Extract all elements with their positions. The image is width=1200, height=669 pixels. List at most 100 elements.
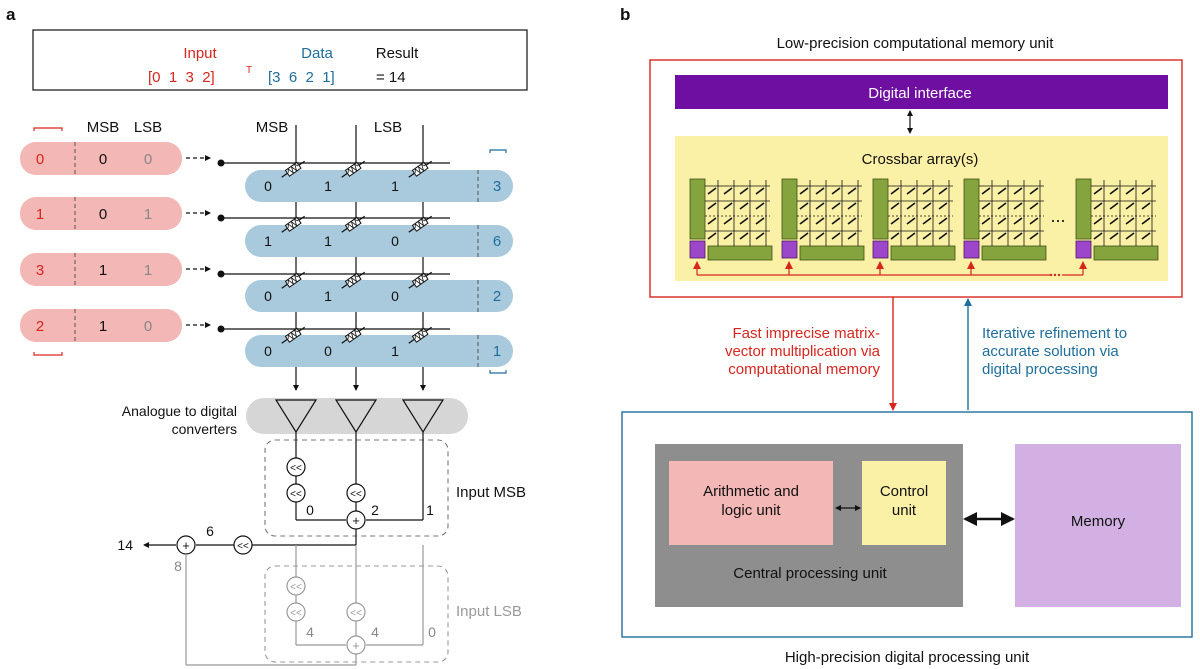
msb-sum-label: 0 <box>306 502 314 518</box>
data-bracket-top <box>489 149 507 153</box>
input-row-msb: 1 <box>99 262 107 279</box>
adc-label-line2: converters <box>172 421 237 437</box>
svg-text:<<: << <box>237 541 249 552</box>
input-lsb-label: Input LSB <box>456 603 522 620</box>
input-bracket-bottom <box>33 352 63 356</box>
lsb-sum-label: 4 <box>371 624 379 640</box>
memory-label: Memory <box>1071 513 1126 530</box>
data-row-value: 3 <box>493 178 501 195</box>
input-msb-label: Input MSB <box>456 484 526 501</box>
alu-box <box>669 461 833 545</box>
alu-label-line: logic unit <box>721 502 781 519</box>
input-row-value: 1 <box>36 206 44 223</box>
shift-icon: << <box>286 602 306 622</box>
svg-text:<<: << <box>350 608 362 619</box>
svg-text:+: + <box>352 638 360 653</box>
bit-label: 1 <box>324 178 332 194</box>
crossbar-arrays <box>689 178 1159 277</box>
memristor-icon <box>281 160 306 178</box>
adc-label-line1: Analogue to digital <box>122 403 237 419</box>
shift-icon: << <box>346 602 366 622</box>
adc-band <box>246 398 468 434</box>
input-row-msb: 1 <box>99 318 107 335</box>
bit-label: 0 <box>324 343 332 359</box>
svg-text:<<: << <box>290 463 302 474</box>
crossbar-array-icon <box>963 178 1047 275</box>
shift-icon: << <box>286 483 306 503</box>
input-row-value: 3 <box>36 262 44 279</box>
adder-icon: + <box>346 635 366 655</box>
data-row: 3 0 1 1 <box>217 159 513 202</box>
red-arrow-text-line: vector multiplication via <box>725 343 881 360</box>
computational-memory-title: Low-precision computational memory unit <box>777 35 1055 52</box>
lsb-total-label: 8 <box>174 558 182 574</box>
lsb-wiring <box>185 545 424 666</box>
legend-data-vector: [3 6 2 1] <box>268 69 335 86</box>
crossbar-array-icon <box>1075 178 1159 275</box>
svg-text:<<: << <box>290 489 302 500</box>
input-row-lsb: 0 <box>144 318 152 335</box>
input-row-lsb: 1 <box>144 262 152 279</box>
alu-label-line: Arithmetic and <box>703 483 799 500</box>
control-label-line: unit <box>892 502 917 519</box>
msb-sum-label: 1 <box>426 502 434 518</box>
bit-label: 1 <box>391 343 399 359</box>
bit-label: 1 <box>324 288 332 304</box>
input-row: 0 0 0 <box>20 142 211 175</box>
memristor-icon <box>281 271 306 289</box>
header-data-lsb: LSB <box>374 119 402 136</box>
blue-arrow-text-line: accurate solution via <box>982 343 1119 360</box>
blue-arrow-text-line: digital processing <box>982 361 1098 378</box>
shift-icon: << <box>286 457 306 477</box>
control-label-line: Control <box>880 483 928 500</box>
memristor-icon <box>341 160 366 178</box>
shift-icon: << <box>286 576 306 596</box>
lsb-sum-label: 4 <box>306 624 314 640</box>
msb-sum-label: 2 <box>371 502 379 518</box>
legend-input-title: Input <box>183 45 217 62</box>
input-row-lsb: 1 <box>144 206 152 223</box>
svg-text:<<: << <box>290 608 302 619</box>
memristor-icon <box>408 271 433 289</box>
data-bracket-bottom <box>489 370 507 374</box>
digital-interface-label: Digital interface <box>868 85 971 102</box>
data-row-value: 1 <box>493 343 501 360</box>
input-row: 3 1 1 <box>20 253 211 286</box>
input-bracket-top <box>33 127 63 131</box>
crossbar-array-icon <box>781 178 865 275</box>
bit-label: 0 <box>264 343 272 359</box>
header-data-msb: MSB <box>256 119 289 136</box>
blue-arrow-text-line: Iterative refinement to <box>982 325 1127 342</box>
memristor-icon <box>341 326 366 344</box>
lsb-sum-label: 0 <box>428 624 436 640</box>
legend-result-title: Result <box>376 45 419 62</box>
data-row-value: 2 <box>493 288 501 305</box>
legend-transpose: T <box>246 65 252 76</box>
final-result-label: 14 <box>117 537 133 553</box>
input-row-msb: 0 <box>99 206 107 223</box>
svg-text:<<: << <box>350 489 362 500</box>
input-row-value: 0 <box>36 151 44 168</box>
msb-wiring <box>295 432 424 545</box>
panel-a-label: a <box>6 5 16 24</box>
input-row: 2 1 0 <box>20 309 211 342</box>
header-msb: MSB <box>87 119 120 136</box>
svg-text:+: + <box>182 538 190 553</box>
memristor-icon <box>281 326 306 344</box>
memristor-icon <box>341 215 366 233</box>
memristor-icon <box>281 215 306 233</box>
data-row-value: 6 <box>493 233 501 250</box>
input-row-value: 2 <box>36 318 44 335</box>
memristor-icon <box>408 160 433 178</box>
shift-icon: << <box>233 535 253 555</box>
input-row: 1 0 1 <box>20 197 211 230</box>
legend-box: Input Data Result [0 1 3 2] T [3 6 2 1] … <box>32 29 528 91</box>
svg-text:+: + <box>352 513 360 528</box>
memristor-devices <box>281 160 433 344</box>
data-row: 6 1 1 0 <box>217 214 513 257</box>
header-lsb: LSB <box>134 119 162 136</box>
adder-icon: + <box>346 510 366 530</box>
bit-label: 0 <box>391 288 399 304</box>
final-adder-icon: + <box>176 535 196 555</box>
